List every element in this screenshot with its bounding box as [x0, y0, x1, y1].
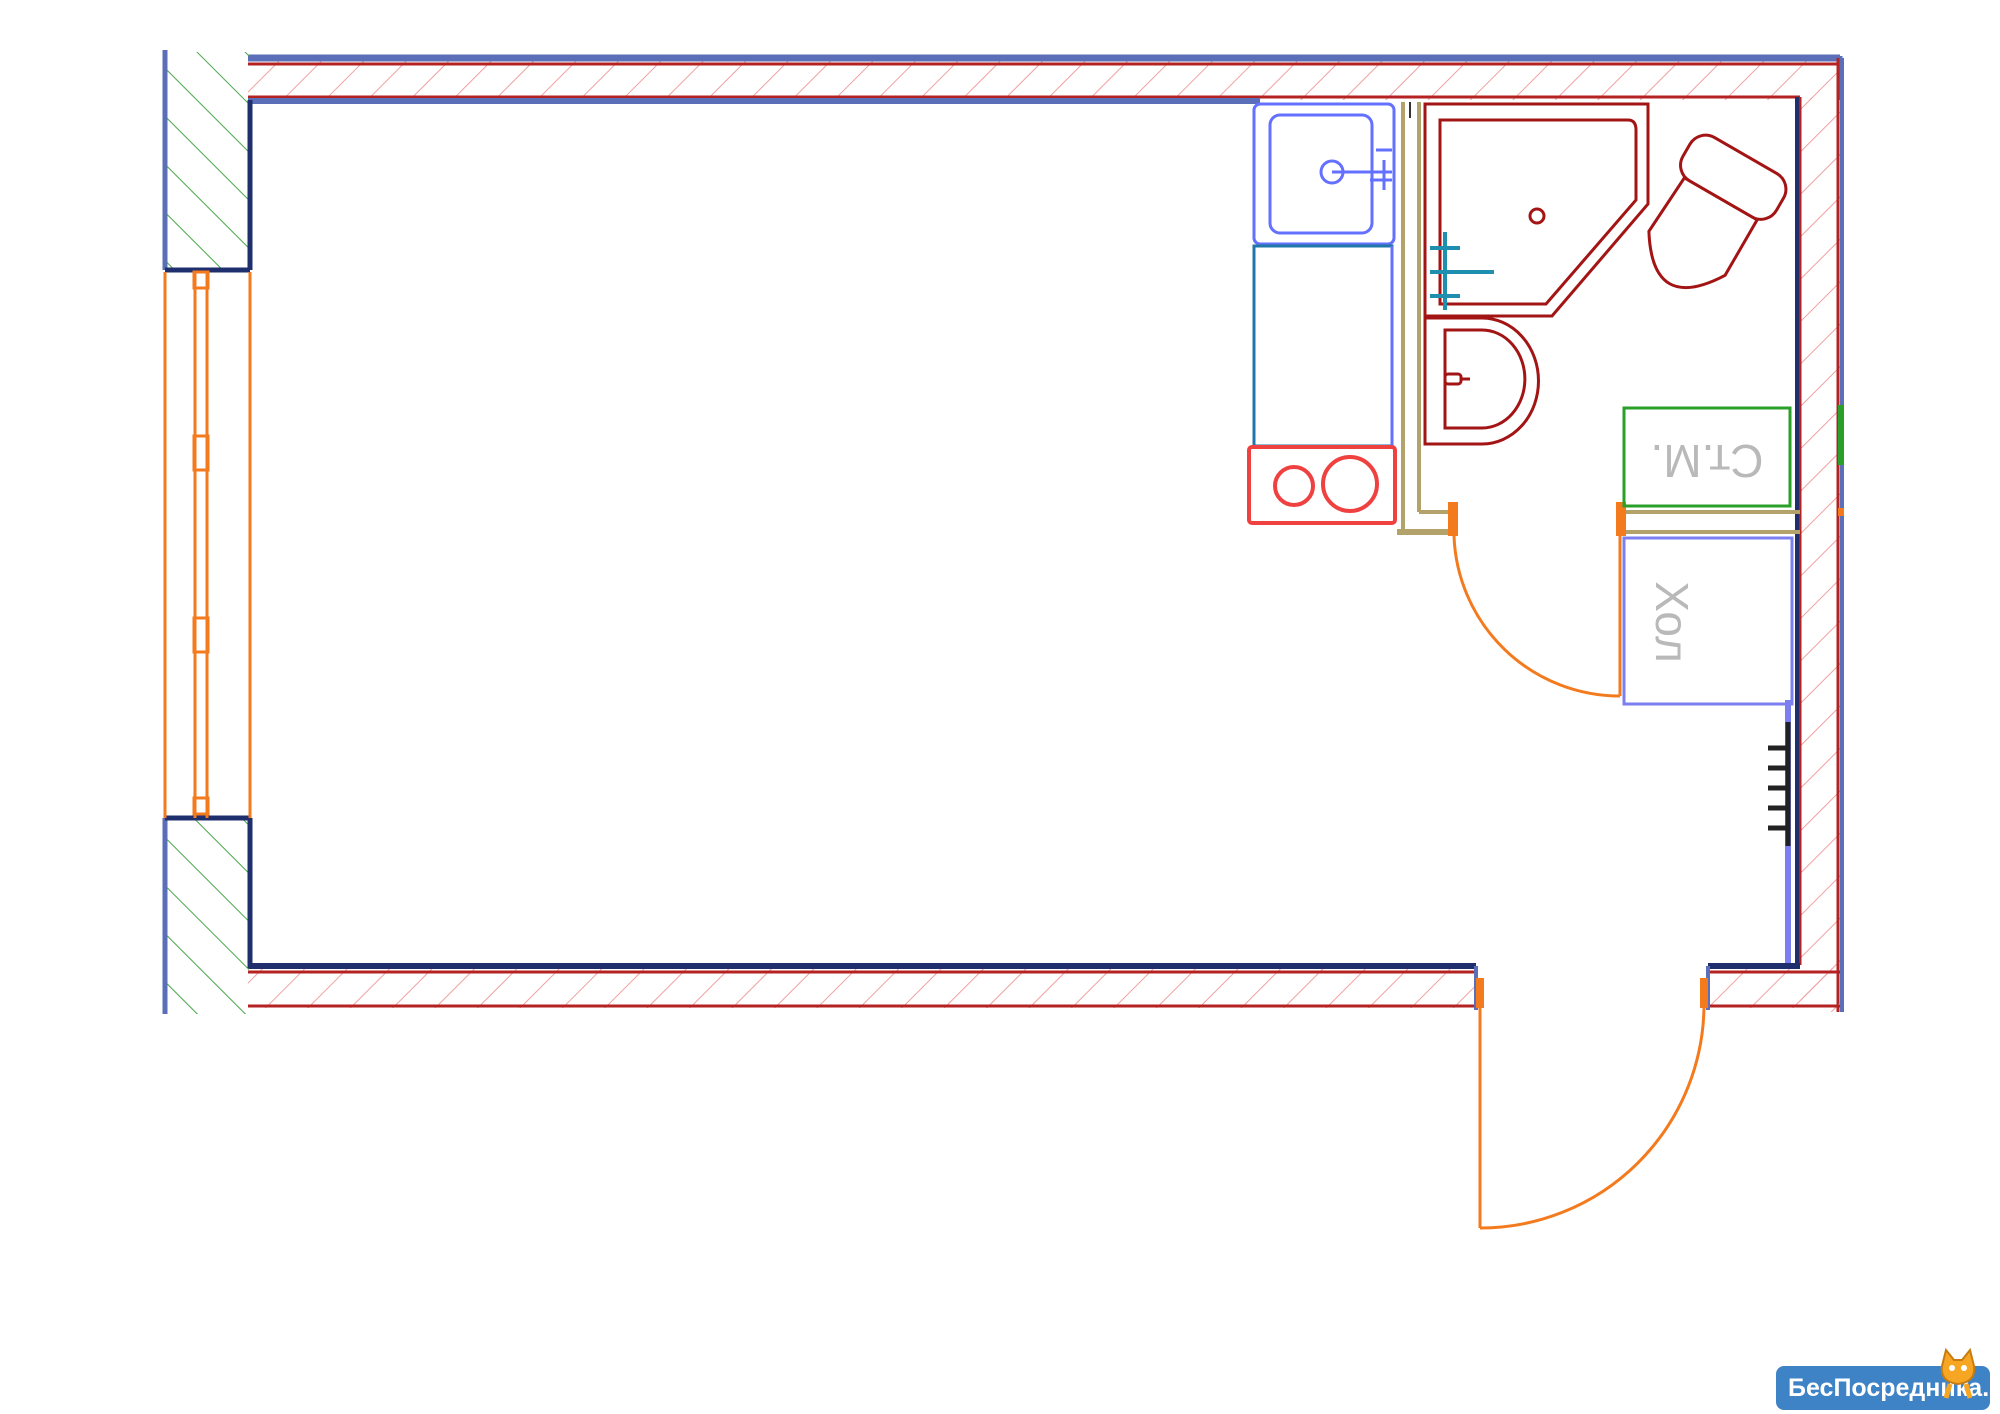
refrigerator-label: Хол	[1646, 581, 1698, 663]
toilet	[1647, 133, 1788, 290]
top-wall	[248, 54, 1843, 104]
kitchen-counter	[1252, 244, 1394, 448]
stove	[1247, 445, 1397, 525]
shower-cabin	[1423, 102, 1650, 318]
bathroom-door	[1448, 502, 1626, 698]
washbasin	[1423, 316, 1540, 446]
kitchen-sink	[1252, 102, 1396, 246]
washing-machine: Ст.М.	[1622, 406, 1792, 508]
refrigerator: Хол	[1622, 536, 1794, 706]
right-wall	[1785, 58, 1844, 1012]
left-wall-top	[162, 50, 253, 273]
left-wall-bottom	[162, 815, 253, 1014]
bottom-wall-right	[1706, 963, 1840, 1010]
mixer-faucet	[1430, 232, 1494, 310]
radiator	[1768, 722, 1791, 846]
entrance-door	[1476, 978, 1708, 1230]
window	[163, 270, 252, 818]
right-wall-marks	[1838, 405, 1844, 516]
bathroom-partition	[1397, 102, 1800, 535]
bottom-wall-left	[248, 963, 1478, 1010]
washing-machine-label: Ст.М.	[1650, 435, 1763, 487]
cat-mascot-icon	[1940, 1348, 1976, 1399]
